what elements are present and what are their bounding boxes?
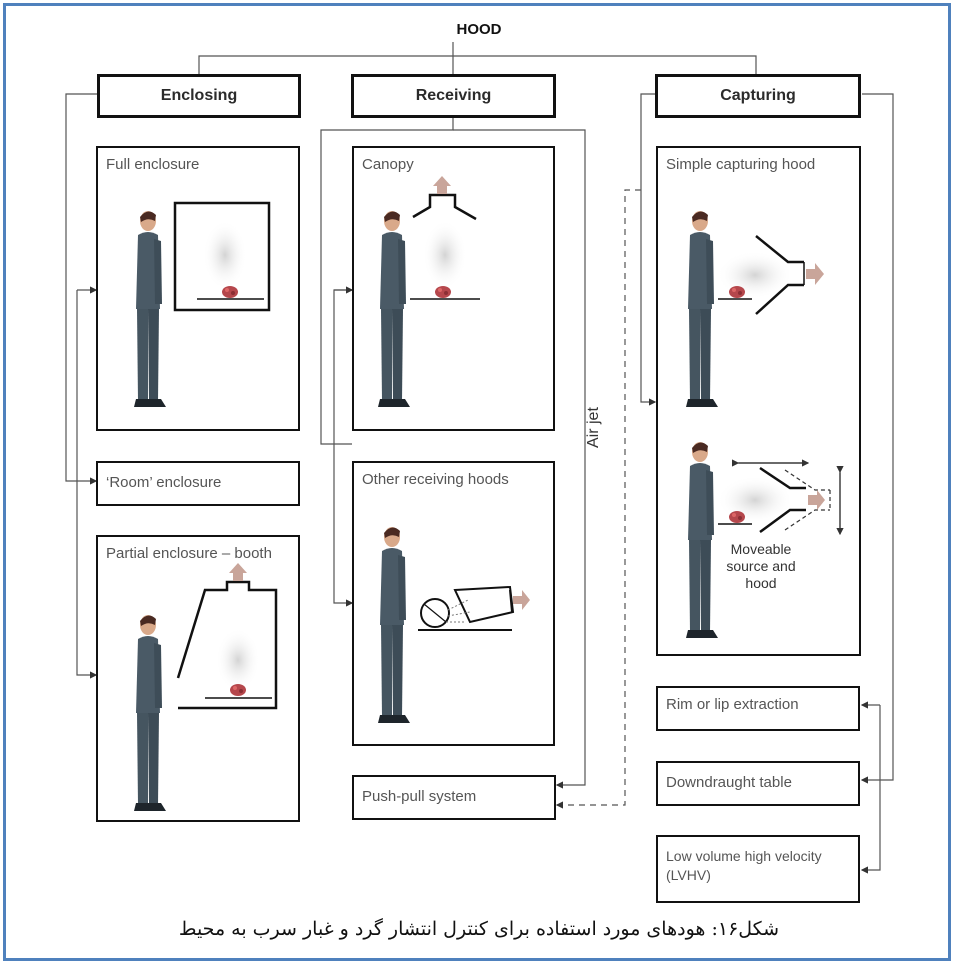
category-capturing: Capturing	[655, 74, 861, 118]
figure-caption: شکل۱۶: هودهای مورد استفاده برای کنترل ان…	[178, 918, 780, 940]
room-enclosure-label: ‘Room’ enclosure	[106, 474, 222, 491]
downdraught-box: Downdraught table	[656, 761, 860, 806]
figure-frame	[3, 3, 951, 961]
push-pull-box: Push-pull system	[352, 775, 556, 820]
rim-extraction-box: Rim or lip extraction	[656, 686, 860, 731]
air-jet-label: Air jet	[585, 407, 602, 448]
moveable-label: Moveable source and hood	[726, 541, 796, 591]
diagram-title: HOOD	[456, 21, 502, 38]
push-pull-label: Push-pull system	[362, 788, 477, 805]
other-receiving-box: Other receiving hoods	[352, 461, 555, 746]
category-receiving: Receiving	[351, 74, 556, 118]
canopy-illustration	[378, 176, 480, 407]
rim-extraction-label: Rim or lip extraction	[666, 696, 799, 713]
booth-illustration	[134, 563, 278, 811]
grinder-illustration	[378, 527, 530, 723]
moveable-hood-illustration	[686, 442, 844, 638]
partial-enclosure-label: Partial enclosure – booth	[106, 545, 272, 562]
downdraught-label: Downdraught table	[666, 774, 792, 791]
full-enclosure-box: Full enclosure	[96, 146, 300, 431]
full-enclosure-label: Full enclosure	[106, 156, 200, 173]
other-receiving-label: Other receiving hoods	[362, 471, 509, 488]
category-enclosing: Enclosing	[97, 74, 301, 118]
simple-capturing-label: Simple capturing hood	[666, 156, 816, 173]
simple-capturing-box: Simple capturing hood	[656, 146, 861, 656]
capturing-hood-illustration	[686, 211, 824, 407]
partial-enclosure-box: Partial enclosure – booth	[96, 535, 300, 822]
full-enclosure-illustration	[134, 201, 271, 407]
canopy-box: Canopy	[352, 146, 555, 431]
lvhv-label: Low volume high velocity (LVHV)	[666, 848, 822, 883]
room-enclosure-box: ‘Room’ enclosure	[96, 461, 300, 506]
canopy-label: Canopy	[362, 156, 414, 173]
lvhv-box: Low volume high velocity (LVHV)	[656, 835, 860, 903]
